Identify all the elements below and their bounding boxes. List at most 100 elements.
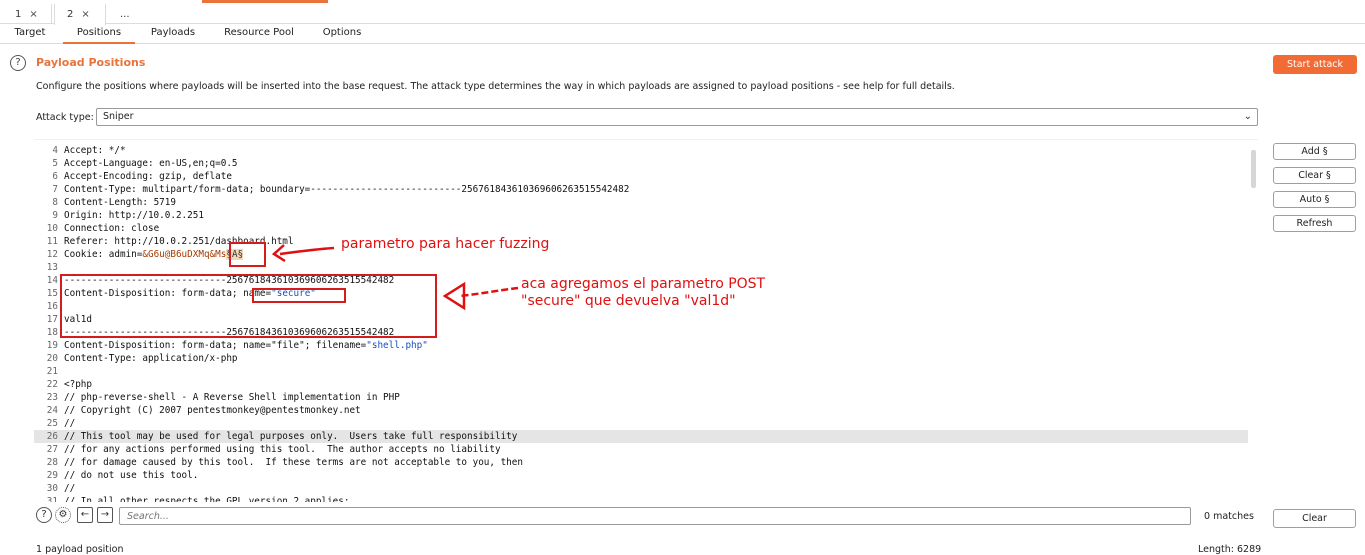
close-icon[interactable]: × bbox=[29, 8, 38, 20]
payload-marker-highlight-box bbox=[229, 242, 266, 267]
editor-line: 28 // for damage caused by this tool. If … bbox=[34, 456, 1248, 469]
editor-line: 24 // Copyright (C) 2007 pentestmonkey@pe… bbox=[34, 404, 1248, 417]
line-code: Content-Length: 5719 bbox=[64, 196, 176, 209]
line-number: 8 bbox=[52, 197, 58, 208]
code-token: Accept-Language: bbox=[64, 158, 154, 169]
attack-type-select[interactable]: Sniper ⌄ bbox=[96, 108, 1258, 126]
new-tab-button[interactable]: ... bbox=[120, 8, 130, 20]
gear-icon[interactable]: ⚙ bbox=[55, 507, 71, 523]
tab-positions[interactable]: Positions bbox=[63, 24, 135, 44]
help-icon[interactable]: ? bbox=[36, 507, 52, 523]
attack-type-label: Attack type: bbox=[36, 112, 94, 123]
tab-options[interactable]: Options bbox=[322, 27, 362, 38]
payload-position-count: 1 payload position bbox=[36, 544, 124, 555]
code-token: "secure" bbox=[271, 288, 316, 299]
help-icon[interactable]: ? bbox=[10, 55, 26, 71]
line-code: Accept-Language: en-US,en;q=0.5 bbox=[64, 157, 238, 170]
line-number: 7 bbox=[52, 184, 58, 195]
refresh-button[interactable]: Refresh bbox=[1273, 215, 1356, 232]
line-number: 5 bbox=[52, 158, 58, 169]
editor-line: 23 // php-reverse-shell - A Reverse Shell… bbox=[34, 391, 1248, 404]
code-token: Content-Length: bbox=[64, 197, 148, 208]
code-token: Content-Disposition: bbox=[64, 288, 176, 299]
code-token: "shell.php" bbox=[366, 340, 428, 351]
line-code: // for damage caused by this tool. If th… bbox=[64, 456, 523, 469]
name-secure-highlight-box bbox=[252, 288, 346, 303]
request-tab-1[interactable]: 1 × bbox=[6, 4, 52, 24]
line-number: 29 bbox=[46, 470, 58, 481]
code-token: // In all other respects the GPL version… bbox=[64, 496, 350, 502]
code-token: // bbox=[64, 418, 76, 429]
tab-payloads[interactable]: Payloads bbox=[150, 27, 196, 38]
post-param-arrow-icon bbox=[442, 281, 519, 311]
fuzz-annotation: parametro para hacer fuzzing bbox=[341, 236, 550, 252]
line-code: Content-Disposition: form-data; name="fi… bbox=[64, 339, 428, 352]
editor-line: 27// for any actions performed using thi… bbox=[34, 443, 1248, 456]
line-number: 24 bbox=[46, 405, 58, 416]
line-number: 28 bbox=[46, 457, 58, 468]
line-code: // php-reverse-shell - A Reverse Shell i… bbox=[64, 391, 400, 404]
arrow-right-icon[interactable]: → bbox=[97, 507, 113, 523]
tab-target[interactable]: Target bbox=[14, 27, 46, 38]
editor-line: 14 -----------------------------256761843… bbox=[34, 274, 1248, 287]
attack-type-value: Sniper bbox=[103, 111, 134, 122]
line-code: -----------------------------25676184361… bbox=[64, 326, 394, 339]
code-token: Content-Disposition: bbox=[64, 340, 176, 351]
post-param-highlight-box bbox=[60, 274, 437, 338]
search-input[interactable] bbox=[119, 507, 1191, 525]
editor-line: 9 Origin: http://10.0.2.251 bbox=[34, 209, 1248, 222]
line-number: 9 bbox=[52, 210, 58, 221]
editor-scrollbar[interactable] bbox=[1251, 150, 1256, 188]
line-number: 23 bbox=[46, 392, 58, 403]
fuzz-arrow-icon bbox=[272, 244, 335, 263]
code-token: application/x-php bbox=[136, 353, 238, 364]
line-code: Content-Disposition: form-data; name="se… bbox=[64, 287, 316, 300]
clear-markers-button[interactable]: Clear § bbox=[1273, 167, 1356, 184]
tab-resource-pool[interactable]: Resource Pool bbox=[224, 27, 294, 38]
code-token: Content-Type: bbox=[64, 353, 137, 364]
code-token: Origin: bbox=[64, 210, 104, 221]
start-attack-button[interactable]: Start attack bbox=[1273, 55, 1357, 74]
code-token: close bbox=[125, 223, 160, 234]
code-token: Accept: bbox=[64, 145, 104, 156]
line-number: 15 bbox=[46, 288, 58, 299]
line-number: 14 bbox=[46, 275, 58, 286]
line-code: Connection: close bbox=[64, 222, 159, 235]
line-number: 26 bbox=[46, 431, 58, 442]
auto-markers-button[interactable]: Auto § bbox=[1273, 191, 1356, 208]
editor-line: 31// In all other respects the GPL versi… bbox=[34, 495, 1248, 502]
code-token: // Copyright (C) 2007 pentestmonkey@pent… bbox=[64, 405, 361, 416]
chevron-down-icon: ⌄ bbox=[1243, 111, 1252, 122]
close-icon[interactable]: × bbox=[81, 9, 90, 20]
line-number: 21 bbox=[46, 366, 58, 377]
request-tab-2[interactable]: 2 × bbox=[54, 4, 106, 25]
editor-line: 26// This tool may be used for legal pur… bbox=[34, 430, 1248, 443]
editor-line: 29// do not use this tool. bbox=[34, 469, 1248, 482]
line-code: Accept-Encoding: gzip, deflate bbox=[64, 170, 232, 183]
line-number: 16 bbox=[46, 301, 58, 312]
code-token: Content-Type: bbox=[64, 184, 137, 195]
request-tabs-bar: 1 × 2 × ... bbox=[0, 0, 1365, 25]
line-code: Content-Type: application/x-php bbox=[64, 352, 238, 365]
arrow-left-icon[interactable]: ← bbox=[77, 507, 93, 523]
add-marker-button[interactable]: Add § bbox=[1273, 143, 1356, 160]
request-tab-label: 2 bbox=[67, 9, 74, 20]
code-token: Referer: bbox=[64, 236, 109, 247]
clear-button[interactable]: Clear bbox=[1273, 509, 1356, 528]
code-token: -----------------------------25676184361… bbox=[64, 275, 395, 286]
line-code: Cookie: admin=&G6u@B6uDXMq&Ms§A§ bbox=[64, 248, 244, 261]
code-token: */* bbox=[103, 145, 126, 156]
editor-line: 22<?php bbox=[34, 378, 1248, 391]
request-length: Length: 6289 bbox=[1198, 544, 1262, 555]
line-code: Origin: http://10.0.2.251 bbox=[64, 209, 204, 222]
editor-line: 15 Content-Disposition: form-data; name="… bbox=[34, 287, 1248, 300]
line-code: <?php bbox=[64, 378, 92, 391]
editor-line: 25// bbox=[34, 417, 1248, 430]
